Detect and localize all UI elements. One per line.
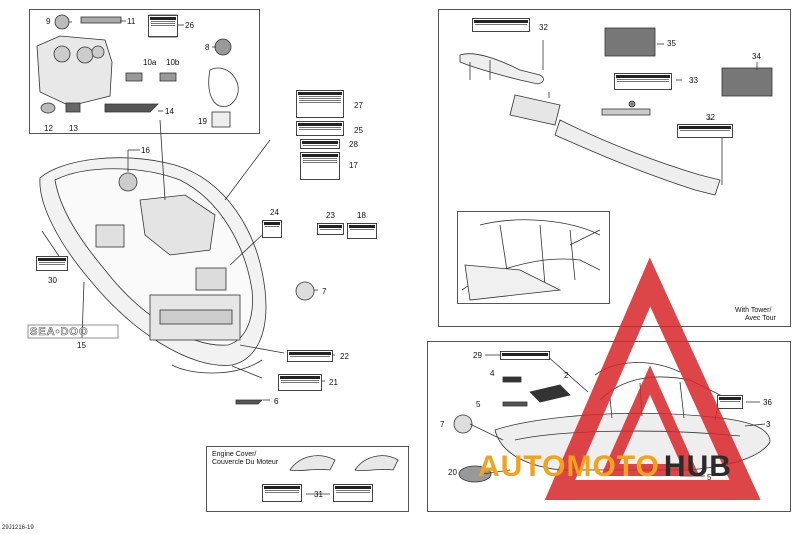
callout-19: 19 xyxy=(198,117,207,126)
callout-30: 30 xyxy=(48,276,57,285)
callout-31: 31 xyxy=(314,490,323,499)
callout-13: 13 xyxy=(69,124,78,133)
tower-caption-fr: Avec Tour xyxy=(745,315,776,322)
engine-cover-caption-fr: Couvercle Du Moteur xyxy=(212,459,279,466)
callout-29: 29 xyxy=(473,351,482,360)
diagram-code: 29J1216-19 xyxy=(2,525,34,531)
callout-36: 36 xyxy=(763,398,772,407)
callout-10b: 10b xyxy=(166,58,180,67)
callout-17: 17 xyxy=(349,161,358,170)
decal-29 xyxy=(500,351,550,360)
decal-17 xyxy=(300,152,340,180)
decal-23 xyxy=(317,223,344,235)
decal-24 xyxy=(262,220,282,238)
decal-25 xyxy=(296,121,344,136)
decal-32a xyxy=(472,18,530,32)
callout-25: 25 xyxy=(354,126,363,135)
decal-36 xyxy=(717,395,743,409)
decal-30 xyxy=(36,256,68,271)
callout-4: 4 xyxy=(490,369,495,378)
watermark-auto: AUTO xyxy=(478,450,567,483)
decal-33 xyxy=(614,73,672,90)
decal-27 xyxy=(296,90,344,118)
callout-21: 21 xyxy=(329,378,338,387)
callout-32-bottom: 32 xyxy=(706,113,715,122)
decal-21 xyxy=(278,374,322,391)
decal-26 xyxy=(148,15,178,37)
engine-cover-caption-en: Engine Cover/ xyxy=(212,451,257,458)
callout-3: 3 xyxy=(766,420,771,429)
watermark-moto: MOTO xyxy=(566,450,660,483)
callout-33: 33 xyxy=(689,76,698,85)
decal-28 xyxy=(300,139,340,149)
callout-34: 34 xyxy=(752,52,761,61)
decal-31b xyxy=(333,484,373,502)
callout-24: 24 xyxy=(270,208,279,217)
callout-16: 16 xyxy=(141,146,150,155)
decal-31a xyxy=(262,484,302,502)
callout-5: 5 xyxy=(476,400,481,409)
callout-35: 35 xyxy=(667,39,676,48)
callout-11: 11 xyxy=(127,17,136,26)
watermark-hub: HUB xyxy=(663,450,732,483)
callout-12: 12 xyxy=(44,124,53,133)
callout-2: 2 xyxy=(564,371,569,380)
callout-8: 8 xyxy=(205,43,210,52)
callout-20: 20 xyxy=(448,468,457,477)
callout-18: 18 xyxy=(357,211,366,220)
callout-23: 23 xyxy=(326,211,335,220)
callout-27: 27 xyxy=(354,101,363,110)
decal-18 xyxy=(347,223,377,239)
boat-logo-text: SEA•DOO xyxy=(30,326,89,339)
decal-32b xyxy=(677,124,733,138)
callout-7-side: 7 xyxy=(440,420,445,429)
callout-6: 6 xyxy=(274,397,279,406)
callout-22: 22 xyxy=(340,352,349,361)
callout-32-top: 32 xyxy=(539,23,548,32)
decal-22 xyxy=(287,350,333,362)
callout-10a: 10a xyxy=(143,58,157,67)
callout-9: 9 xyxy=(46,17,51,26)
tower-caption-en: With Tower/ xyxy=(735,307,772,314)
callout-7: 7 xyxy=(322,287,327,296)
callout-26: 26 xyxy=(185,21,194,30)
callout-28: 28 xyxy=(349,140,358,149)
watermark-text: AUTO MOTO HUB xyxy=(478,447,732,487)
callout-15: 15 xyxy=(77,341,86,350)
callout-14: 14 xyxy=(165,107,174,116)
